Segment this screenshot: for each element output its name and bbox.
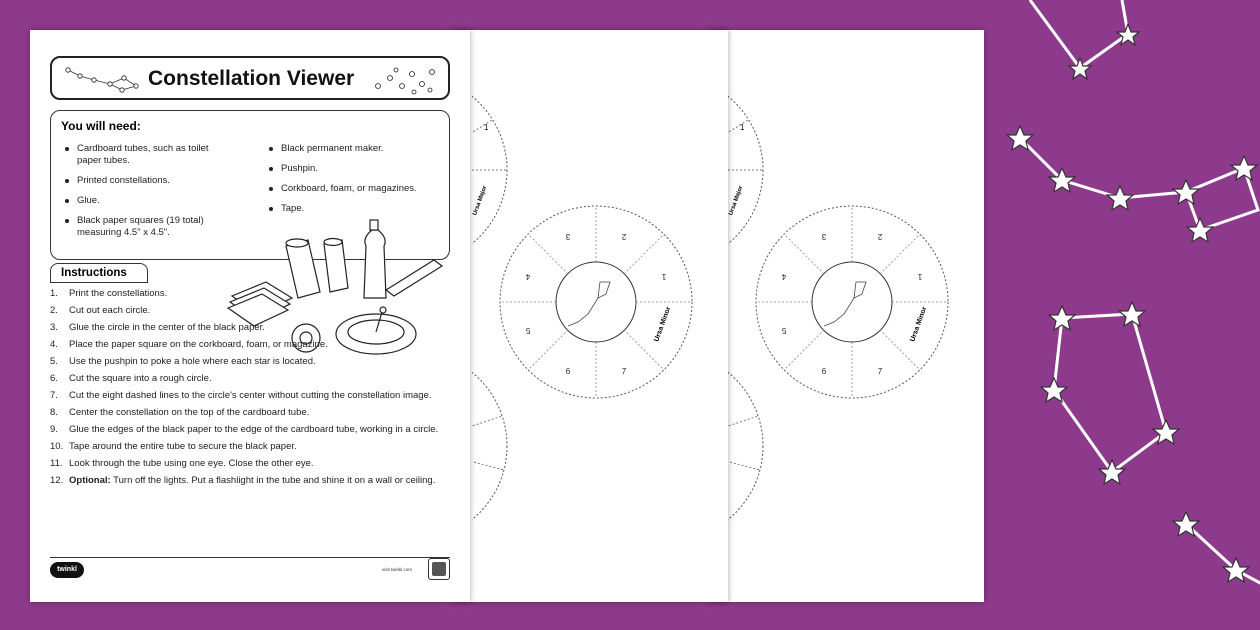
- segment-number: 1: [484, 123, 489, 132]
- star-icon: [1105, 184, 1135, 212]
- star-icon: [1115, 22, 1141, 47]
- step-item: 11.Look through the tube using one eye. …: [50, 458, 314, 469]
- star-icon: [1221, 556, 1251, 584]
- step-item: 12.Optional: Turn off the lights. Put a …: [50, 475, 436, 486]
- constellation-wheel: 3 2 1 4 5 6 7 Ursa Minor: [755, 205, 949, 399]
- constellation-label: Ursa Major: [472, 185, 488, 217]
- step-item: 4.Place the paper square on the corkboar…: [50, 339, 328, 350]
- materials-list-1: Cardboard tubes, such as toilet paper tu…: [63, 143, 223, 247]
- star-icon: [1067, 56, 1093, 81]
- title-banner: Constellation Viewer: [50, 56, 450, 100]
- list-item: Black paper squares (19 total) measuring…: [63, 215, 223, 239]
- constellation-label: Ursa Major: [728, 185, 744, 217]
- step-item: 10.Tape around the entire tube to secure…: [50, 441, 297, 452]
- list-item: Cardboard tubes, such as toilet paper tu…: [63, 143, 223, 167]
- star-icon: [1005, 124, 1035, 152]
- step-item: 9.Glue the edges of the black paper to t…: [50, 424, 439, 435]
- star-icon: [1171, 178, 1201, 206]
- materials-title: You will need:: [61, 119, 141, 133]
- star-icon: [1047, 166, 1077, 194]
- star-icon: [1151, 418, 1181, 446]
- svg-text:6: 6: [566, 367, 571, 376]
- materials-box: You will need: Cardboard tubes, such as …: [50, 110, 450, 260]
- stars-icon: [375, 67, 435, 95]
- star-icon: [1229, 154, 1259, 182]
- step-item: 8.Center the constellation on the top of…: [50, 407, 310, 418]
- svg-text:2: 2: [621, 232, 626, 241]
- constellation-icon: [65, 67, 139, 93]
- instruction-sheet: Constellation Viewer You will need: Card…: [30, 30, 470, 602]
- partial-wheel-bottom: [472, 371, 508, 521]
- constellation-wheel: 3 2 1 4 5 6 7 Ursa Minor: [499, 205, 693, 399]
- step-item: 3.Glue the circle in the center of the b…: [50, 322, 265, 333]
- supplies-illustration: [226, 219, 444, 355]
- materials-list-2: Black permanent maker. Pushpin. Corkboar…: [267, 143, 447, 223]
- star-icon: [1117, 300, 1147, 328]
- list-item: Printed constellations.: [63, 175, 223, 187]
- list-item: Corkboard, foam, or magazines.: [267, 183, 447, 195]
- star-icon: [1097, 458, 1127, 486]
- svg-text:3: 3: [565, 232, 570, 241]
- badge-icon: [428, 558, 450, 580]
- template-sheet-2: 1 Ursa Major 3 2 1 4 5 6 7 Ursa Minor: [708, 30, 984, 602]
- svg-text:4: 4: [525, 272, 530, 281]
- star-icon: [1039, 376, 1069, 404]
- svg-text:6: 6: [822, 367, 827, 376]
- svg-text:7: 7: [622, 367, 627, 376]
- segment-number: 1: [740, 123, 745, 132]
- instructions-list: 1.Print the constellations. 2.Cut out ea…: [50, 288, 454, 492]
- svg-text:7: 7: [878, 367, 883, 376]
- star-icon: [1185, 216, 1215, 244]
- list-item: Black permanent maker.: [267, 143, 447, 155]
- template-sheet-1: 1 Ursa Major 3 2 1 4 5 6 7 Ursa Minor: [452, 30, 728, 602]
- instructions-title: Instructions: [61, 267, 127, 279]
- partial-wheel-top: 1 Ursa Major: [472, 95, 508, 245]
- svg-text:1: 1: [917, 272, 922, 281]
- star-icon: [1047, 304, 1077, 332]
- footer-site: visit twinkl.com: [382, 567, 413, 572]
- star-icon: [1171, 510, 1201, 538]
- page-title: Constellation Viewer: [148, 67, 355, 90]
- svg-text:3: 3: [821, 232, 826, 241]
- svg-text:1: 1: [661, 272, 666, 281]
- instructions-tab: Instructions: [50, 263, 148, 283]
- step-item: 1.Print the constellations.: [50, 288, 168, 299]
- step-item: 2.Cut out each circle.: [50, 305, 151, 316]
- step-item: 7.Cut the eight dashed lines to the circ…: [50, 390, 432, 401]
- list-item: Glue.: [63, 195, 223, 207]
- list-item: Tape.: [267, 203, 447, 215]
- svg-text:5: 5: [781, 326, 786, 335]
- step-item: 6.Cut the square into a rough circle.: [50, 373, 212, 384]
- partial-wheel-bottom: [728, 371, 764, 521]
- list-item: Pushpin.: [267, 163, 447, 175]
- svg-text:4: 4: [781, 272, 786, 281]
- twinkl-logo: twinkl: [50, 562, 84, 578]
- footer-divider: [50, 557, 450, 558]
- partial-wheel-top: 1 Ursa Major: [728, 95, 764, 245]
- svg-text:2: 2: [877, 232, 882, 241]
- step-item: 5.Use the pushpin to poke a hole where e…: [50, 356, 316, 367]
- svg-text:5: 5: [525, 326, 530, 335]
